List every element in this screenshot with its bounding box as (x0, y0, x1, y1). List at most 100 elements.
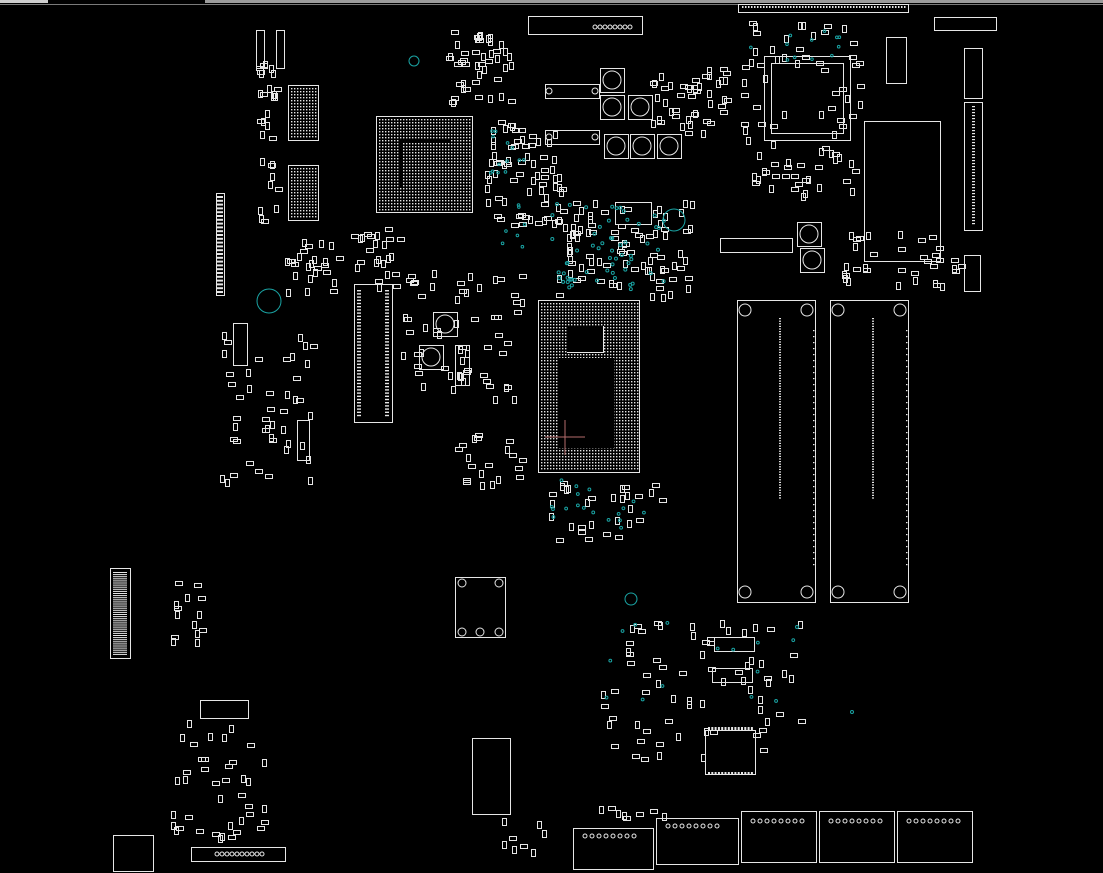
pch-ball (406, 155, 408, 157)
smd-pad (463, 370, 471, 375)
connector-pin (113, 616, 127, 618)
smd-pad (702, 74, 710, 79)
cpu-ball (625, 432, 627, 434)
connector-pin (832, 6, 834, 8)
memory-ball (291, 130, 293, 132)
mounting-hole (800, 585, 814, 599)
smd-pad (692, 78, 700, 83)
pch-ball (439, 203, 441, 205)
top-tab-main[interactable] (205, 0, 1103, 3)
cpu-ball (619, 345, 621, 347)
pch-ball (448, 182, 450, 184)
pch-ball (457, 122, 459, 124)
smd-pad (494, 77, 502, 82)
cpu-ball (631, 354, 633, 356)
cpu-ball (553, 390, 555, 392)
pch-ball (403, 182, 405, 184)
cpu-ball (580, 312, 582, 314)
pch-ball (403, 188, 405, 190)
pch-ball (439, 185, 441, 187)
pch-ball (448, 119, 450, 121)
memory-ball (309, 189, 311, 191)
cpu-ball (556, 381, 558, 383)
dimm-pin (872, 390, 874, 392)
smd-pad (704, 728, 709, 736)
pch-ball (388, 167, 390, 169)
cpu-ball (583, 312, 585, 314)
cpu-ball (550, 390, 552, 392)
cpu-ball (601, 315, 603, 317)
cpu-ball (613, 339, 615, 341)
cpu-ball (619, 465, 621, 467)
connector-pin (865, 6, 867, 8)
connector-pin (357, 395, 361, 397)
smd-pad (241, 775, 246, 783)
pch-ball (457, 209, 459, 211)
connector-pin (113, 624, 127, 626)
cpu-ball (541, 456, 543, 458)
pch-ball (400, 128, 402, 130)
jumper (256, 30, 265, 69)
smd-pad (746, 137, 751, 145)
connector-pin (972, 172, 975, 174)
smd-pad (285, 391, 290, 399)
cpu-ball (571, 465, 573, 467)
smd-pad (180, 734, 185, 742)
cpu-ball (541, 366, 543, 368)
pch-ball (433, 179, 435, 181)
smd-pad (262, 417, 270, 422)
memory-ball (300, 180, 302, 182)
pch-ball (382, 203, 384, 205)
cpu-ball (544, 387, 546, 389)
dimm-pin (813, 534, 815, 536)
pch-ball (400, 119, 402, 121)
pch-ball (391, 152, 393, 154)
port-pin (693, 823, 699, 829)
connector-pin (113, 653, 127, 655)
cpu-ball (616, 318, 618, 320)
cpu-ball (619, 405, 621, 407)
smd-pad (678, 250, 683, 258)
pch-ball (451, 170, 453, 172)
cpu-ball (559, 453, 561, 455)
via (830, 53, 834, 58)
pch-ball (421, 209, 423, 211)
capacitor (545, 130, 600, 145)
cpu-ball (631, 360, 633, 362)
pch-ball (451, 164, 453, 166)
memory-ball (300, 112, 302, 114)
pch-ball (442, 173, 444, 175)
cpu-ball (577, 309, 579, 311)
dimm-pin (779, 453, 781, 455)
memory-ball (315, 213, 317, 215)
cpu-ball (586, 312, 588, 314)
dimm-pin (813, 540, 815, 542)
cpu-ball (625, 378, 627, 380)
pch-ball (388, 128, 390, 130)
pch-ball (421, 161, 423, 163)
cpu-ball (550, 417, 552, 419)
memory-ball (312, 213, 314, 215)
connector-pin (835, 6, 837, 8)
memory-ball (303, 207, 305, 209)
pch-ball (418, 167, 420, 169)
connector-pin (217, 291, 223, 293)
via (640, 697, 645, 702)
cpu-ball (622, 351, 624, 353)
top-scroll-bar[interactable] (0, 0, 1103, 5)
connector-pin (385, 350, 389, 353)
memory-ball (297, 91, 299, 93)
cpu-ball (631, 309, 633, 311)
cpu-ball (610, 336, 612, 338)
dimm-pin (779, 419, 781, 421)
cpu-ball (631, 456, 633, 458)
top-tab-left[interactable] (0, 0, 48, 3)
memory-ball (303, 195, 305, 197)
connector-pin (357, 389, 361, 391)
cpu-ball (541, 393, 543, 395)
via (575, 492, 580, 496)
cpu-ball (628, 396, 630, 398)
cpu-ball (628, 456, 630, 458)
capacitor (297, 420, 310, 461)
